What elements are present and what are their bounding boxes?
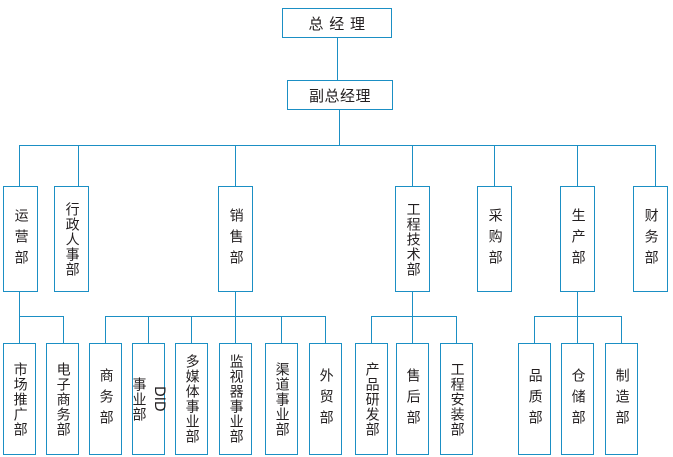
connector-produce-stem	[577, 292, 578, 316]
node-after-sales-dept-label: 售后部	[404, 367, 421, 431]
node-engineering-technology-dept-label: 工程技术部	[404, 201, 421, 277]
connector-drop-monitor	[235, 316, 236, 343]
node-deputy-general-manager[interactable]: 副总经理	[287, 80, 393, 110]
node-warehouse-dept[interactable]: 仓储部	[561, 343, 594, 455]
node-channel-division-label: 渠道事业部	[273, 361, 290, 437]
node-monitor-division-label: 监视器事业部	[227, 354, 244, 444]
connector-drop-did	[148, 316, 149, 343]
connector-drop-manufact	[621, 316, 622, 343]
connector-drop-channel	[281, 316, 282, 343]
connector-drop-ecommerce	[63, 316, 64, 343]
connector-drop-produce	[577, 145, 578, 186]
connector-drop-foreign	[325, 316, 326, 343]
node-quality-dept[interactable]: 品质部	[518, 343, 551, 455]
node-sales-dept[interactable]: 销售部	[218, 186, 253, 292]
node-multimedia-division-label: 多媒体事业部	[183, 354, 200, 444]
node-product-rnd-dept[interactable]: 产品研发部	[355, 343, 388, 455]
node-ecommerce-dept-label: 电子商务部	[54, 361, 71, 437]
node-operations-dept[interactable]: 运营部	[3, 186, 38, 292]
node-business-dept[interactable]: 商务部	[89, 343, 122, 455]
node-quality-dept-label: 品质部	[526, 367, 543, 431]
node-foreign-trade-dept-label: 外贸部	[317, 367, 334, 431]
connector-drop-multimedia	[191, 316, 192, 343]
connector-gm-to-dgm	[337, 37, 338, 80]
connector-sales-stem	[235, 292, 236, 316]
connector-drop-aftersale	[412, 316, 413, 343]
node-channel-division[interactable]: 渠道事业部	[265, 343, 298, 455]
node-engineering-technology-dept[interactable]: 工程技术部	[395, 186, 430, 292]
connector-sales-bus	[105, 316, 325, 317]
node-after-sales-dept[interactable]: 售后部	[396, 343, 429, 455]
connector-drop-rnd	[371, 316, 372, 343]
node-admin-hr-dept-label: 行政人事部	[63, 201, 80, 277]
connector-drop-ops	[19, 145, 20, 186]
node-engineering-installation-dept[interactable]: 工程安装部	[440, 343, 473, 455]
node-operations-dept-label: 运营部	[12, 207, 29, 271]
node-sales-dept-label: 销售部	[227, 207, 244, 271]
connector-ops-bus	[19, 316, 64, 317]
connector-drop-marketing	[19, 316, 20, 343]
node-finance-dept[interactable]: 财务部	[633, 186, 668, 292]
connector-dgm-stem	[339, 110, 340, 145]
node-ecommerce-dept[interactable]: 电子商务部	[46, 343, 79, 455]
node-foreign-trade-dept[interactable]: 外贸部	[309, 343, 342, 455]
connector-drop-warehouse	[577, 316, 578, 343]
node-deputy-general-manager-label: 副总经理	[308, 86, 371, 105]
node-engineering-installation-dept-label: 工程安装部	[448, 361, 465, 437]
node-monitor-division[interactable]: 监视器事业部	[219, 343, 252, 455]
node-general-manager[interactable]: 总 经 理	[282, 8, 392, 38]
node-did-division-letters: DID	[150, 386, 167, 412]
node-product-rnd-dept-label: 产品研发部	[363, 361, 380, 437]
node-warehouse-dept-label: 仓储部	[569, 367, 586, 431]
node-marketing-promotion-dept[interactable]: 市场推广部	[3, 343, 36, 455]
node-procurement-dept-label: 采购部	[486, 207, 503, 271]
connector-drop-business	[105, 316, 106, 343]
node-production-dept-label: 生产部	[569, 207, 586, 271]
connector-drop-finance	[655, 145, 656, 186]
node-general-manager-label: 总 经 理	[308, 14, 366, 33]
node-manufacturing-dept-label: 制造部	[613, 367, 630, 431]
connector-ops-stem	[19, 292, 20, 316]
node-finance-dept-label: 财务部	[642, 207, 659, 271]
connector-drop-engtech	[412, 145, 413, 186]
connector-engtech-bus	[371, 316, 456, 317]
node-marketing-promotion-dept-label: 市场推广部	[11, 361, 28, 437]
node-multimedia-division[interactable]: 多媒体事业部	[175, 343, 208, 455]
connector-drop-quality	[534, 316, 535, 343]
node-did-division-suffix: 事业部	[130, 376, 147, 422]
connector-drop-hr	[78, 145, 79, 186]
node-manufacturing-dept[interactable]: 制造部	[605, 343, 638, 455]
connector-engtech-stem	[412, 292, 413, 316]
node-admin-hr-dept[interactable]: 行政人事部	[54, 186, 89, 292]
connector-drop-install	[456, 316, 457, 343]
connector-drop-purchase	[494, 145, 495, 186]
node-business-dept-label: 商务部	[97, 367, 114, 431]
connector-level2-bus	[19, 145, 656, 146]
node-procurement-dept[interactable]: 采购部	[477, 186, 512, 292]
connector-drop-sales	[235, 145, 236, 186]
node-production-dept[interactable]: 生产部	[560, 186, 595, 292]
